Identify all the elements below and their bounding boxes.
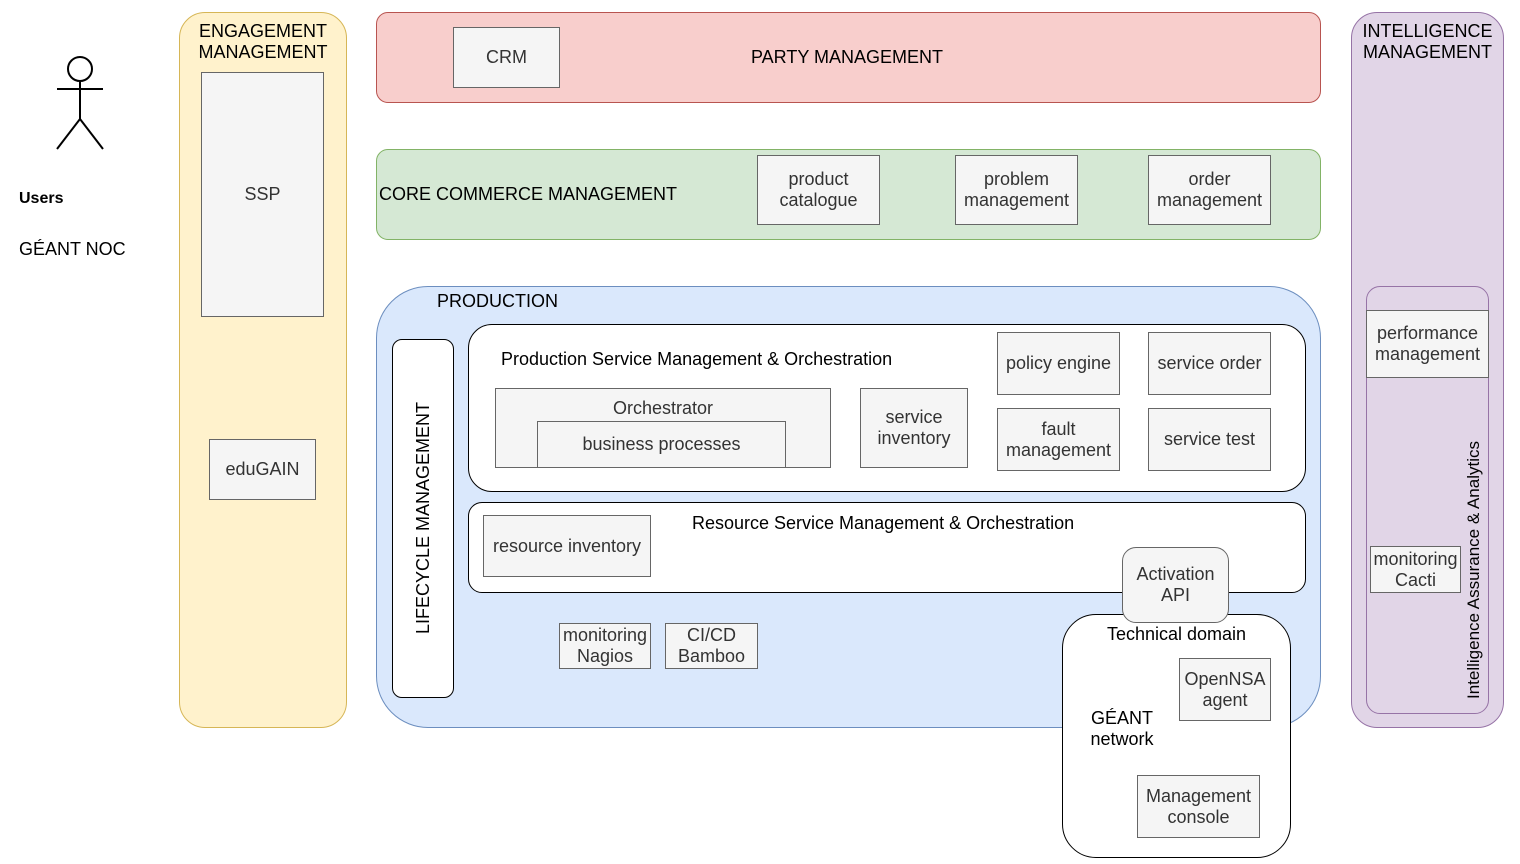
crm-box: CRM	[453, 27, 560, 88]
user-actor-icon	[56, 56, 104, 150]
core-commerce-title: CORE COMMERCE MANAGEMENT	[379, 184, 678, 204]
product-catalogue-box: product catalogue	[757, 155, 880, 225]
assurance-analytics-container	[1366, 286, 1489, 714]
resource-inventory-box: resource inventory	[483, 515, 651, 577]
service-order-box: service order	[1148, 332, 1271, 395]
problem-management-box: problem management	[955, 155, 1078, 225]
order-management-box: order management	[1148, 155, 1271, 225]
activation-api-box: Activation API	[1122, 547, 1229, 623]
management-console-box: Management console	[1137, 775, 1260, 838]
party-management-title: PARTY MANAGEMENT	[751, 47, 944, 67]
production-title: PRODUCTION	[437, 291, 558, 311]
rsmo-title: Resource Service Management & Orchestrat…	[692, 513, 1075, 533]
performance-management-box: performance management	[1366, 310, 1489, 378]
fault-management-box: fault management	[997, 408, 1120, 471]
technical-domain-title: Technical domain	[1106, 623, 1247, 644]
business-processes-box: business processes	[537, 421, 786, 468]
opennsa-agent-box: OpenNSA agent	[1179, 658, 1271, 721]
geant-network-label: GÉANT network	[1090, 708, 1154, 749]
intelligence-management-title: INTELLIGENCE MANAGEMENT	[1362, 21, 1493, 62]
psmo-title: Production Service Management & Orchestr…	[501, 349, 893, 369]
service-test-box: service test	[1148, 408, 1271, 471]
lifecycle-management-bar	[392, 339, 454, 698]
orchestrator-label: Orchestrator	[612, 397, 714, 418]
assurance-analytics-label: Intelligence Assurance & Analytics	[1464, 441, 1483, 699]
lifecycle-management-label: LIFECYCLE MANAGEMENT	[412, 401, 433, 635]
service-inventory-box: service inventory	[860, 388, 968, 468]
users-label: Users	[19, 190, 64, 207]
engagement-management-title: ENGAGEMENT MANAGEMENT	[198, 21, 328, 62]
policy-engine-box: policy engine	[997, 332, 1120, 395]
users-name: GÉANT NOC	[19, 239, 126, 259]
cicd-bamboo-box: CI/CD Bamboo	[665, 623, 758, 669]
edugain-box: eduGAIN	[209, 439, 316, 500]
ssp-box: SSP	[201, 72, 324, 317]
monitoring-cacti-box: monitoring Cacti	[1370, 546, 1461, 593]
monitoring-nagios-box: monitoring Nagios	[559, 623, 651, 669]
